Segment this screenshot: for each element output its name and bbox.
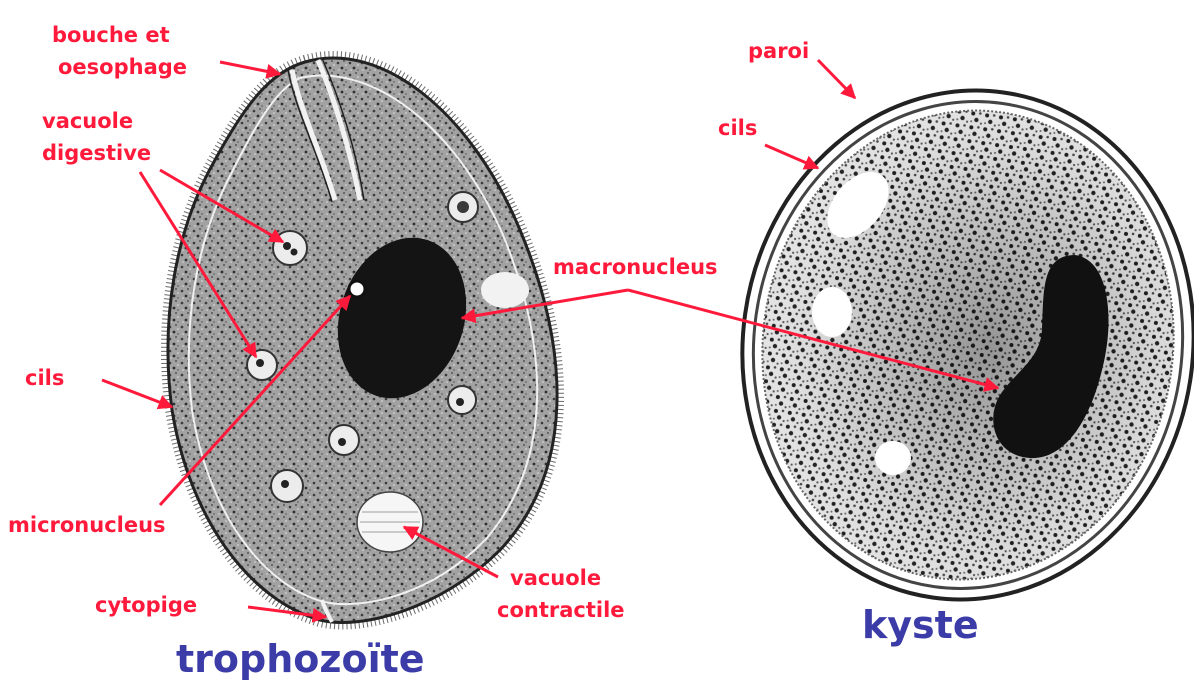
label-micronucleus: micronucleus: [8, 513, 166, 537]
kyste-illustration: [710, 61, 1194, 629]
trophozoite-illustration: [168, 58, 557, 622]
label-bouche-line1: bouche et: [52, 23, 170, 47]
title-kyste: kyste: [862, 603, 979, 647]
vacuole-particle: [256, 359, 264, 367]
vacuole-particle: [281, 480, 289, 488]
vacuole-particle: [291, 249, 298, 256]
label-macronucleus: macronucleus: [553, 255, 718, 279]
vacuole-particle: [456, 398, 464, 406]
arrow-cils-left: [102, 380, 172, 407]
vacuole-particle: [338, 438, 346, 446]
vacuole-particle: [283, 242, 291, 250]
label-vacuole-digestive-line1: vacuole: [42, 109, 133, 133]
title-trophozoite: trophozoïte: [176, 637, 425, 681]
label-bouche-line2: oesophage: [58, 55, 187, 79]
pale-vacuole: [481, 272, 529, 308]
vacuole-particle: [457, 201, 469, 213]
kyste-vacuole-2: [812, 287, 852, 337]
label-cils-left: cils: [25, 366, 64, 390]
label-vacuole-contractile-line1: vacuole: [510, 566, 601, 590]
micronucleus-shape: [349, 281, 365, 297]
label-cils-right: cils: [718, 116, 757, 140]
label-vacuole-contractile-line2: contractile: [497, 598, 625, 622]
arrow-paroi: [818, 60, 855, 98]
arrow-cils-right: [765, 145, 818, 168]
arrow-bouche: [220, 62, 280, 74]
label-cytopige: cytopige: [95, 593, 197, 617]
label-paroi: paroi: [748, 39, 809, 63]
label-vacuole-digestive-line2: digestive: [42, 141, 151, 165]
kyste-vacuole-3: [875, 441, 911, 475]
